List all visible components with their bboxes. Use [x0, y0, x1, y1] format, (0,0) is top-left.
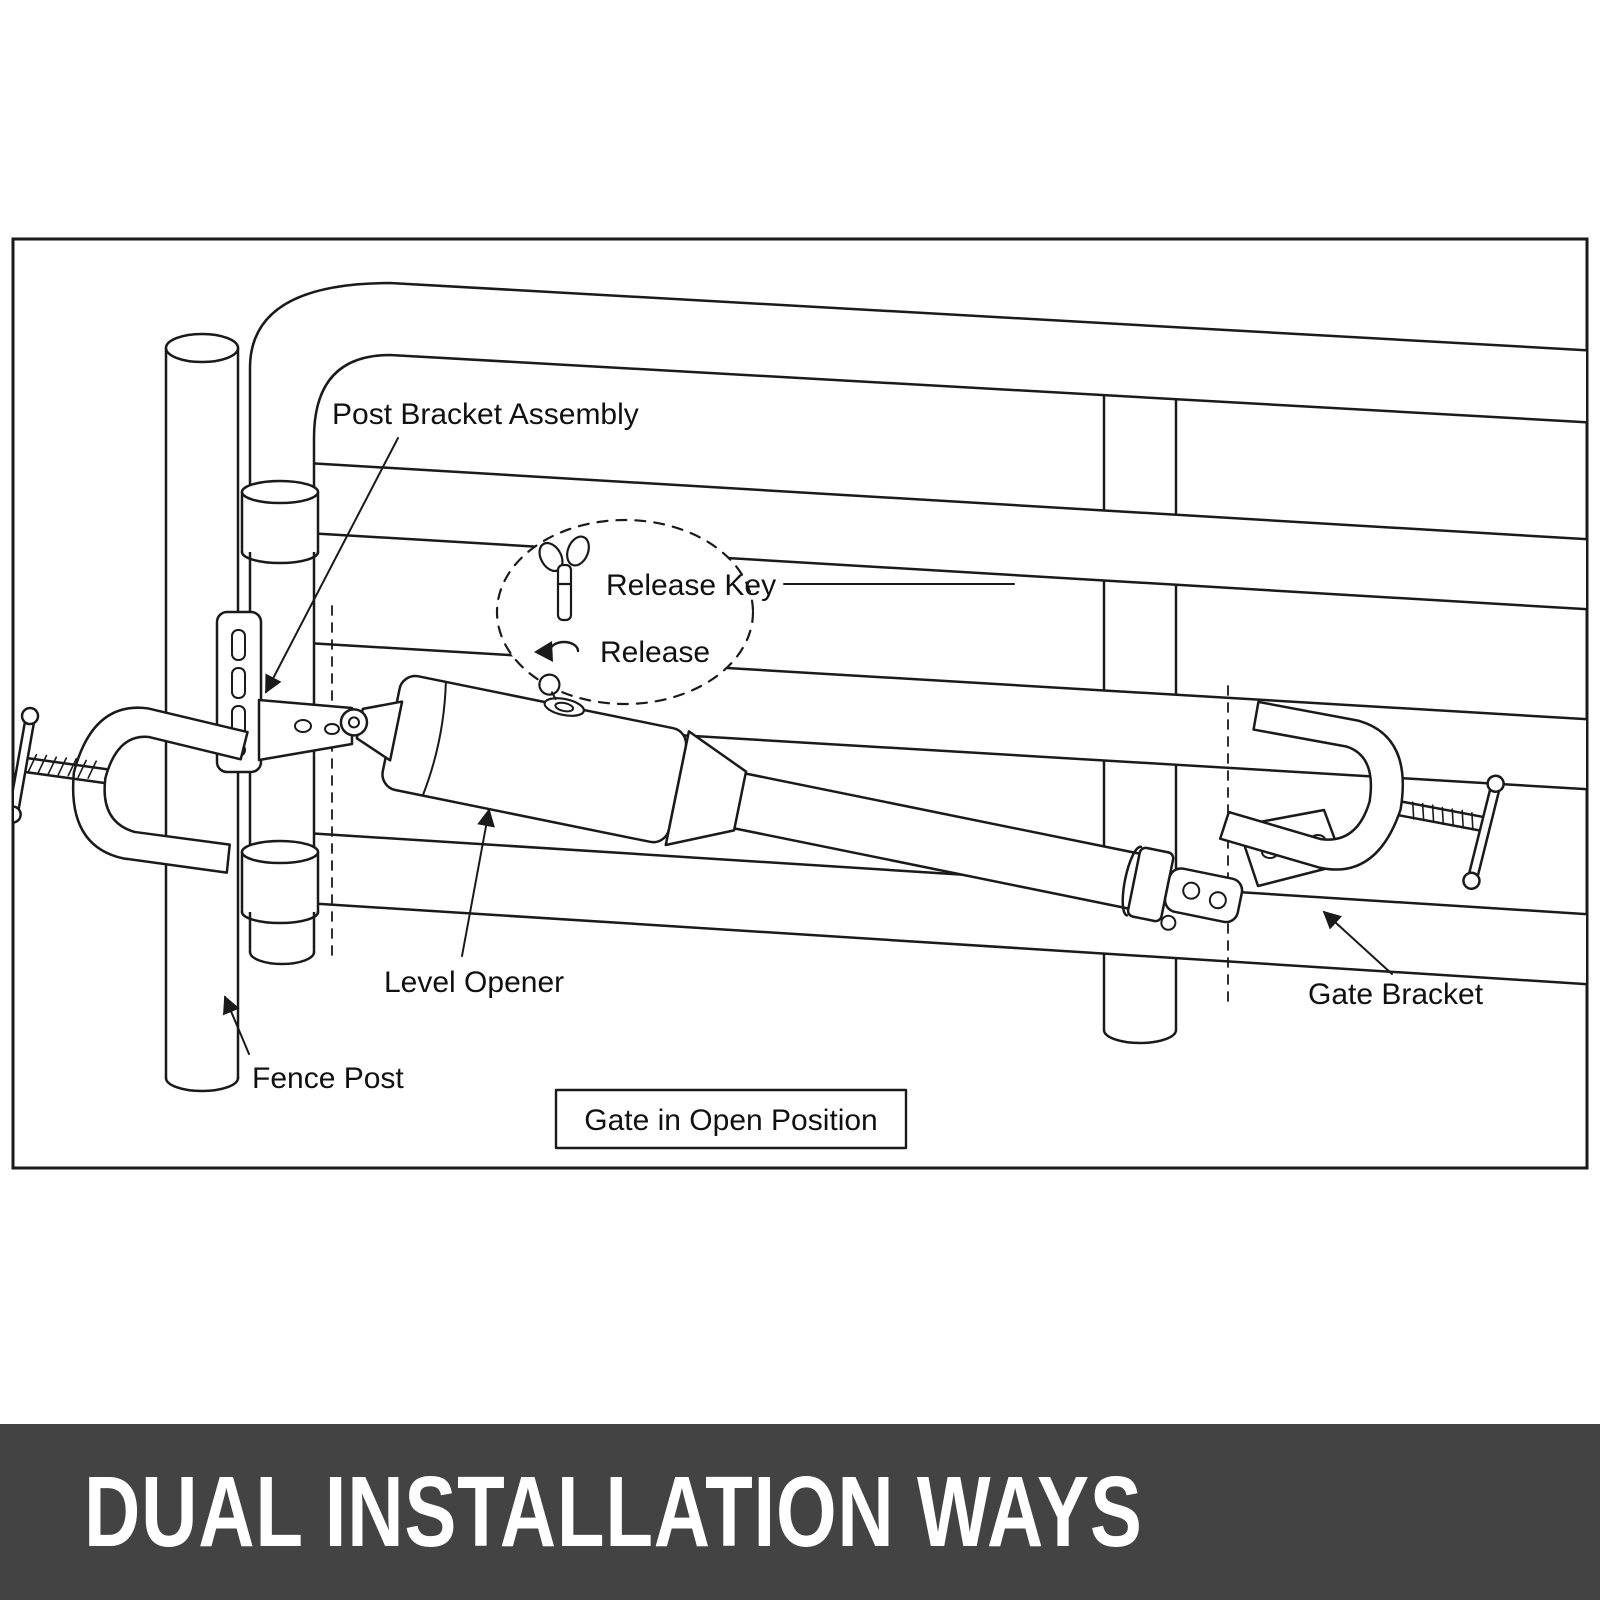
gate-rail-4: [288, 830, 1586, 986]
release-label: Release: [600, 636, 710, 669]
banner-title: DUAL INSTALLATION WAYS: [84, 1455, 1143, 1568]
level-opener-leader-arrow: [461, 808, 495, 957]
fence-post-leader-arrow: [222, 995, 250, 1055]
release-turn-arrow-icon: [534, 640, 580, 662]
release-detail-bubble: [495, 518, 755, 706]
caption-text: Gate in Open Position: [584, 1104, 878, 1137]
c-clamp-right: [1218, 700, 1505, 891]
gate-bracket-label: Gate Bracket: [1308, 978, 1484, 1011]
gate-bracket-leader-arrow: [1322, 910, 1393, 975]
gate-hinge-top: [240, 479, 320, 565]
release-key-icon: [538, 535, 590, 622]
post-bracket-assembly-label: Post Bracket Assembly: [332, 398, 639, 431]
gate-hinge-bottom: [240, 839, 320, 925]
level-opener-label: Level Opener: [384, 966, 564, 999]
gate-frame-left-member: [248, 281, 1586, 966]
fence-post-label: Fence Post: [252, 1062, 404, 1095]
level-opener-actuator: [339, 673, 1244, 931]
post-bracket-leader-arrow: [265, 437, 399, 694]
c-clamp-left: [14, 706, 249, 874]
caption-box: [554, 1088, 908, 1150]
release-key-label: Release Key: [606, 569, 776, 602]
bottom-banner: DUAL INSTALLATION WAYS: [0, 1424, 1600, 1600]
gate-rail-2: [288, 460, 1586, 611]
